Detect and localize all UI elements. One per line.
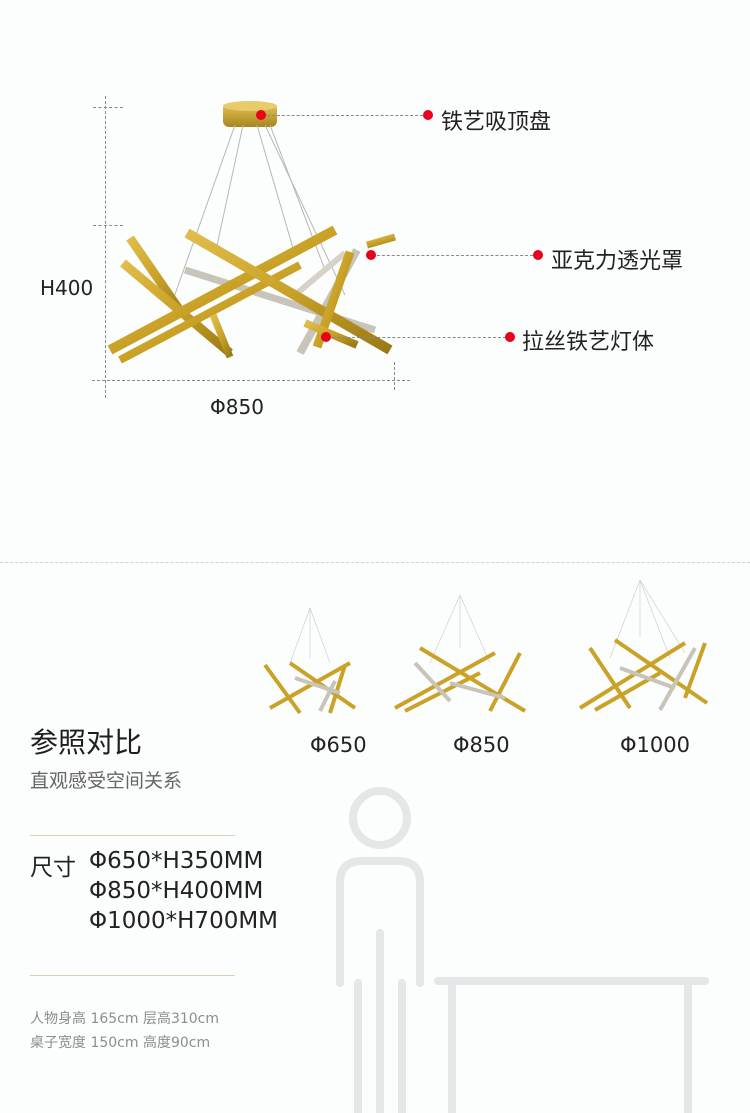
spec-line-1000: Φ1000*H700MM	[89, 908, 279, 934]
brass-bar	[107, 225, 338, 355]
size-label-1000: Φ1000	[620, 733, 690, 757]
person-body	[336, 857, 424, 987]
thumb-1000-illustration	[578, 579, 709, 712]
brass-bar	[303, 319, 359, 349]
callout-leader-2	[372, 255, 538, 256]
product-diagram: H400 Φ850	[40, 96, 684, 419]
footnote-table-size: 桌子宽度 150cm 高度90cm	[30, 1035, 211, 1051]
brass-bar	[184, 228, 393, 355]
comparison-section: Φ650 Φ850 Φ1000 参照对比 直观感受空间关系 尺寸 Φ650*H3…	[0, 563, 750, 1113]
right-tick	[394, 362, 395, 390]
callout-leader-1	[262, 115, 428, 116]
spec-rule-bottom	[30, 975, 235, 976]
callout-lamp-body: 拉丝铁艺灯体	[522, 330, 655, 355]
height-label: H400	[40, 276, 94, 300]
height-guide-line	[105, 96, 106, 398]
comparison-subtitle: 直观感受空间关系	[30, 770, 183, 792]
person-legs	[354, 929, 406, 1113]
diameter-label: Φ850	[210, 395, 264, 419]
acrylic-bar	[293, 250, 347, 298]
callout-dot-1	[256, 110, 266, 120]
spec-line-850: Φ850*H400MM	[89, 878, 264, 904]
chandelier-illustration	[107, 101, 396, 364]
spec-label: 尺寸	[30, 855, 76, 881]
brass-bar	[366, 233, 396, 249]
width-guide-line	[92, 380, 410, 381]
callout-ceiling-plate: 铁艺吸顶盘	[441, 110, 552, 135]
callout-dot-2-end	[533, 250, 543, 260]
callout-dot-3	[321, 332, 331, 342]
brass-bar	[120, 259, 233, 357]
person-head	[349, 787, 411, 849]
top-tick	[93, 107, 123, 108]
brass-bar	[209, 313, 234, 359]
thumb-850-illustration	[394, 594, 527, 713]
size-label-650: Φ650	[310, 733, 367, 757]
thumb-650-illustration	[263, 607, 357, 715]
mid-tick	[93, 225, 123, 226]
footnote-person-height: 人物身高 165cm 层高310cm	[30, 1011, 220, 1027]
scale-reference-illustration	[336, 787, 709, 1113]
callout-dot-3-end	[505, 332, 515, 342]
table-outline	[434, 977, 709, 1113]
size-label-850: Φ850	[453, 733, 510, 757]
section-divider	[0, 562, 750, 563]
callout-leader-3	[327, 337, 511, 338]
comparison-title: 参照对比	[30, 726, 143, 759]
callout-dot-2	[366, 250, 376, 260]
spec-rule-top	[30, 835, 235, 836]
spec-line-650: Φ650*H350MM	[89, 848, 264, 874]
callout-acrylic-shade: 亚克力透光罩	[551, 249, 684, 274]
callout-dot-1-end	[423, 110, 433, 120]
